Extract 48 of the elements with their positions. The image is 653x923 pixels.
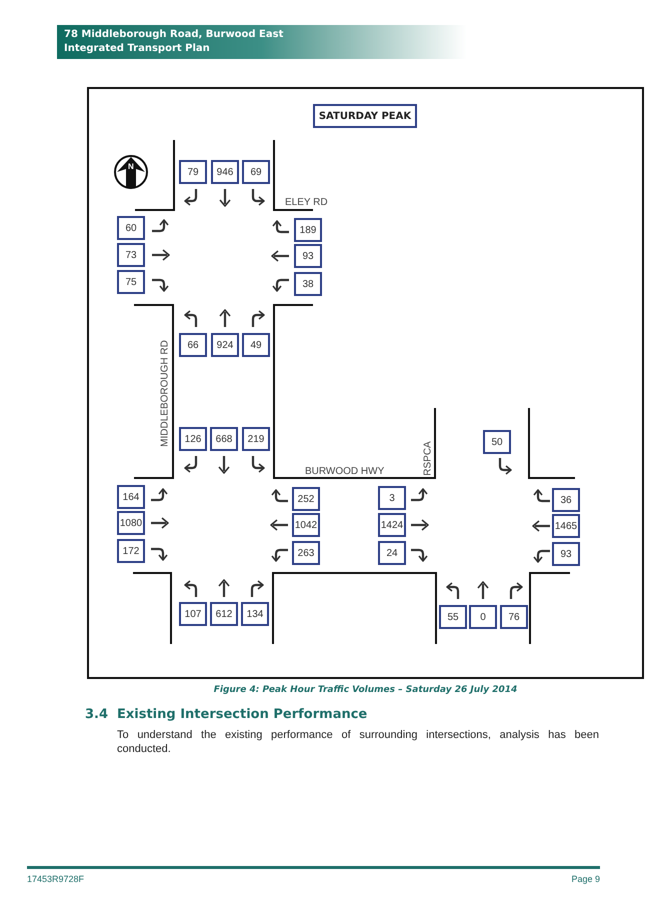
volume-box: 49 [242, 333, 270, 357]
volume-box: 55 [439, 605, 467, 629]
volume-box: 134 [241, 602, 269, 626]
volume-box: 66 [179, 333, 207, 357]
section-number: 3.4 [85, 706, 108, 724]
volume-box: 75 [117, 270, 145, 294]
header-text: 78 Middleborough Road, Burwood East [64, 29, 284, 41]
header-text: Integrated Transport Plan [64, 43, 210, 55]
body-paragraph: To understand the existing performance of surrounding intersections, analysis has been conducted. [117, 728, 599, 756]
volume-box: 612 [210, 602, 238, 626]
volume-box: 69 [242, 160, 270, 184]
road-name: RSPCA [422, 440, 434, 478]
volume-box: 219 [242, 427, 270, 451]
volume-box: 252 [292, 487, 320, 511]
volume-box: 38 [294, 272, 322, 296]
north-label: N [128, 163, 134, 171]
volume-box: 60 [117, 216, 145, 240]
volume-box: 1080 [117, 511, 145, 535]
volume-box: 924 [211, 333, 239, 357]
section-heading: Existing Intersection Performance [117, 706, 368, 724]
volume-box: 79 [179, 160, 207, 184]
volume-box: 93 [552, 542, 580, 566]
title-box: SATURDAY PEAK [313, 104, 417, 128]
volume-box: 164 [117, 485, 145, 509]
volume-box: 0 [469, 605, 497, 629]
volume-box: 946 [211, 160, 239, 184]
road-name: ELEY RD [285, 196, 328, 210]
volume-box: 1042 [292, 513, 320, 537]
volume-box: 24 [378, 541, 406, 565]
document-code: 17453R9728F [27, 873, 84, 886]
volume-box: 189 [294, 218, 322, 242]
volume-box: 126 [179, 427, 207, 451]
volume-box: 76 [500, 605, 528, 629]
volume-box: 1424 [378, 513, 406, 537]
volume-box: 668 [210, 427, 238, 451]
road-name: MIDDLEBOROUGH RD [158, 339, 172, 448]
volume-box: 73 [117, 243, 145, 267]
volume-box: 36 [552, 488, 580, 512]
page-number: Page 9 [571, 873, 600, 886]
volume-box: 93 [294, 244, 322, 268]
figure-caption: Figure 4: Peak Hour Traffic Volumes – Saturday 26 July 2014 [212, 684, 518, 697]
volume-box: 50 [483, 430, 511, 454]
volume-box: 1465 [552, 514, 580, 538]
volume-box: 3 [378, 486, 406, 510]
volume-box: 263 [292, 541, 320, 565]
road-name: BURWOOD HWY [305, 465, 384, 479]
volume-box: 172 [117, 539, 145, 563]
volume-box: 107 [179, 602, 207, 626]
